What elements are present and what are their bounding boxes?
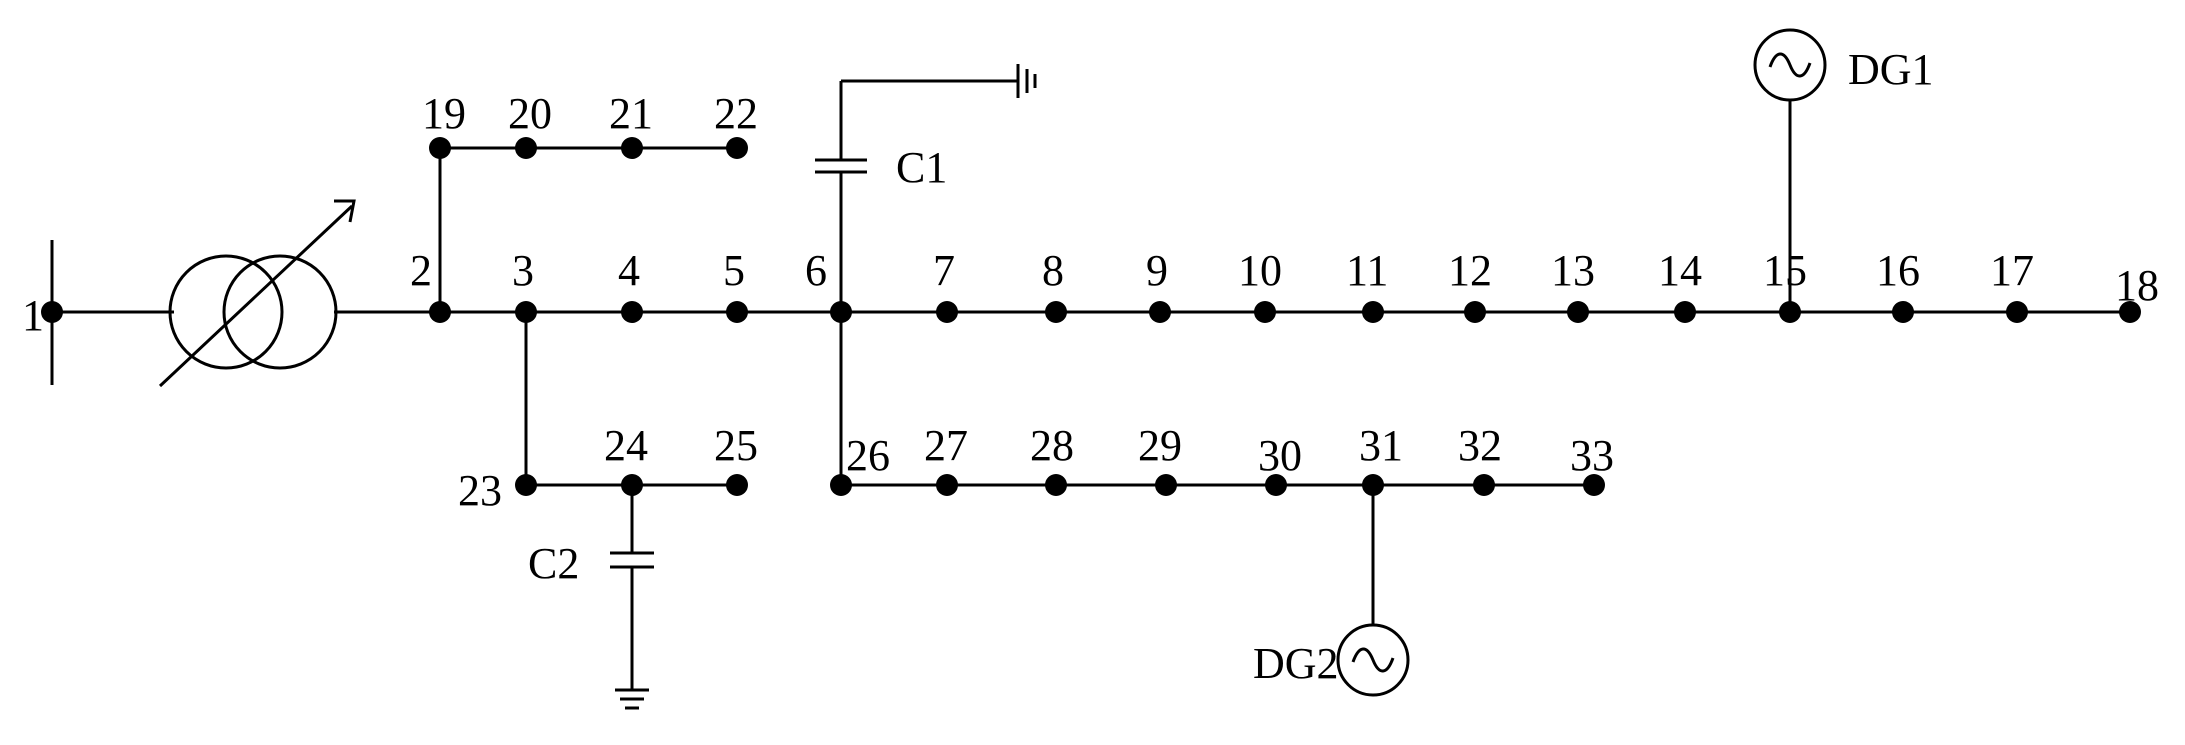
bus-label-3: 3: [512, 246, 534, 295]
symbols: [50, 28, 1827, 710]
bus-label-17: 17: [1990, 246, 2034, 295]
bus-label-27: 27: [924, 421, 968, 470]
nodes: [41, 137, 2141, 496]
bus-label-31: 31: [1359, 421, 1403, 470]
bus-node-23: [515, 474, 537, 496]
bus-label-10: 10: [1238, 246, 1282, 295]
bus-label-25: 25: [714, 421, 758, 470]
bus-label-32: 32: [1458, 421, 1502, 470]
bus-node-13: [1567, 301, 1589, 323]
ground-c1-icon: [1016, 64, 1037, 98]
ground-c2-icon: [615, 688, 649, 710]
bus-label-11: 11: [1346, 246, 1388, 295]
bus-node-7: [936, 301, 958, 323]
bus-label-20: 20: [508, 89, 552, 138]
bus-label-19: 19: [422, 89, 466, 138]
bus-label-7: 7: [933, 246, 955, 295]
bus-label-30: 30: [1258, 431, 1302, 480]
bus-node-14: [1674, 301, 1696, 323]
wires: [438, 146, 2130, 487]
bus-node-30: [1265, 474, 1287, 496]
generator-dg1-label: DG1: [1848, 45, 1934, 94]
bus-node-22: [726, 137, 748, 159]
bus-node-21: [621, 137, 643, 159]
bus-label-4: 4: [618, 246, 640, 295]
transformer-icon: [52, 199, 440, 388]
bus-label-15: 15: [1763, 246, 1807, 295]
bus-node-32: [1473, 474, 1495, 496]
bus-node-11: [1362, 301, 1384, 323]
bus-node-28: [1045, 474, 1067, 496]
bus-label-12: 12: [1448, 246, 1492, 295]
bus-label-13: 13: [1551, 246, 1595, 295]
bus-node-4: [621, 301, 643, 323]
capacitor-c1-icon: [815, 79, 1018, 312]
bus-node-29: [1155, 474, 1177, 496]
bus-node-19: [429, 137, 451, 159]
bus-node-9: [1149, 301, 1171, 323]
bus-node-5: [726, 301, 748, 323]
bus-label-6: 6: [805, 246, 827, 295]
generator-dg1-icon: [1753, 28, 1827, 312]
bus-node-3: [515, 301, 537, 323]
bus-label-21: 21: [609, 89, 653, 138]
bus-node-10: [1254, 301, 1276, 323]
bus-node-1: [41, 301, 63, 323]
bus-label-14: 14: [1658, 246, 1702, 295]
capacitor-c2-icon: [610, 485, 654, 690]
bus-label-1: 1: [22, 291, 44, 340]
bus-label-5: 5: [723, 246, 745, 295]
bus-label-24: 24: [604, 421, 648, 470]
capacitor-c2-label: C2: [528, 539, 579, 588]
bus-label-22: 22: [714, 89, 758, 138]
bus-label-18: 18: [2115, 261, 2159, 310]
bus-label-28: 28: [1030, 421, 1074, 470]
bus-label-9: 9: [1146, 246, 1168, 295]
bus-node-33: [1583, 474, 1605, 496]
bus-node-2: [429, 301, 451, 323]
bus-label-8: 8: [1042, 246, 1064, 295]
bus-node-24: [621, 474, 643, 496]
bus-node-18: [2119, 301, 2141, 323]
bus-label-2: 2: [410, 246, 432, 295]
bus-node-6: [830, 301, 852, 323]
generator-dg2-icon: [1336, 485, 1410, 697]
bus-node-27: [936, 474, 958, 496]
generator-dg2-label: DG2: [1253, 639, 1339, 688]
bus-node-25: [726, 474, 748, 496]
bus-label-26: 26: [846, 431, 890, 480]
bus-node-15: [1779, 301, 1801, 323]
bus-node-8: [1045, 301, 1067, 323]
bus-label-23: 23: [458, 466, 502, 515]
bus-label-29: 29: [1138, 421, 1182, 470]
bus-node-17: [2006, 301, 2028, 323]
bus-node-20: [515, 137, 537, 159]
bus-node-31: [1362, 474, 1384, 496]
bus-label-16: 16: [1876, 246, 1920, 295]
bus-label-33: 33: [1570, 431, 1614, 480]
bus-node-12: [1464, 301, 1486, 323]
bus-node-26: [830, 474, 852, 496]
bus-node-16: [1892, 301, 1914, 323]
capacitor-c1-label: C1: [896, 143, 947, 192]
